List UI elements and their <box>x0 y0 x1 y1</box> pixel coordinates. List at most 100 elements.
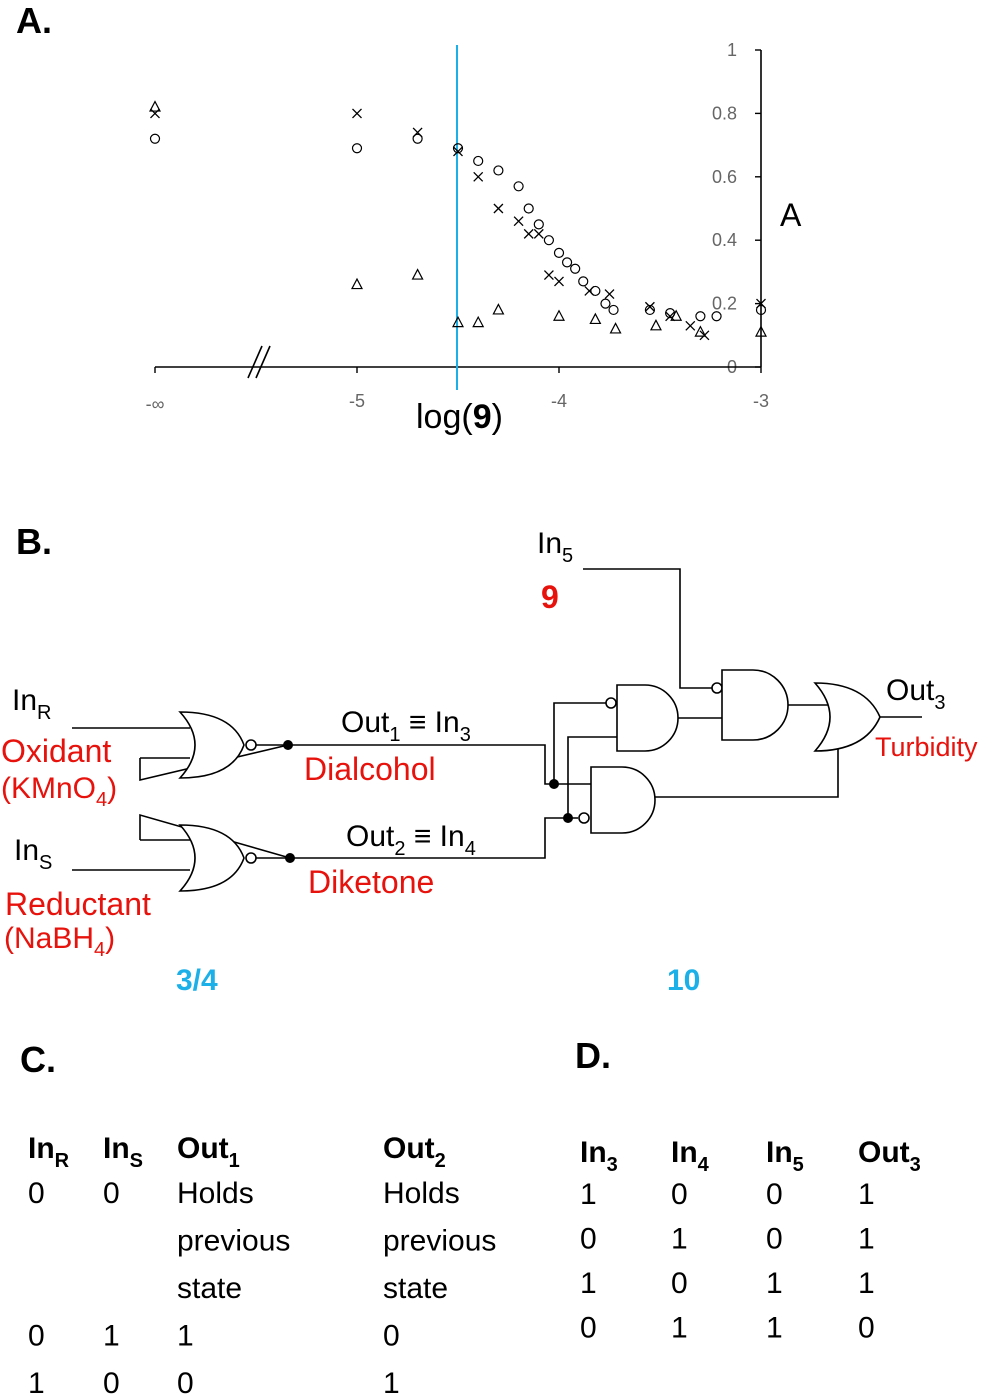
table-cell: 0 <box>28 1320 45 1353</box>
point-triangle <box>694 325 707 337</box>
oxidant-label: Oxidant <box>1 733 111 769</box>
point-triangle <box>755 325 767 337</box>
table-cell: 1 <box>858 1178 875 1211</box>
point-circle <box>711 311 722 322</box>
table-cell: 0 <box>766 1178 783 1211</box>
x-ticks: -∞ -5 -4 -3 <box>146 367 769 414</box>
table-header: InR <box>28 1132 70 1172</box>
wire-out2 <box>256 817 560 859</box>
table-cell: 0 <box>858 1312 875 1345</box>
table-cell: 0 <box>671 1267 688 1300</box>
point-cross <box>473 171 484 182</box>
dialcohol-label: Dialcohol <box>304 751 436 787</box>
x-tick-label: -5 <box>349 391 365 411</box>
x-tick-label: -∞ <box>146 394 165 414</box>
point-triangle <box>553 309 565 321</box>
point-cross <box>352 108 362 119</box>
table-cell: Holds <box>177 1177 254 1210</box>
point-circle <box>755 304 767 316</box>
point-triangle <box>670 309 683 321</box>
point-cross <box>665 311 676 322</box>
point-circle <box>533 219 544 230</box>
y-tick-label: 0.2 <box>712 294 737 314</box>
and-gate-3-bubble <box>711 682 723 694</box>
oxidant-formula: (KMnO4) <box>1 772 117 811</box>
table-cell: 0 <box>177 1367 194 1400</box>
point-cross <box>644 301 655 312</box>
point-cross <box>543 270 554 281</box>
table-header: Out3 <box>858 1136 921 1176</box>
table-header: In5 <box>766 1136 804 1176</box>
table-header: In3 <box>580 1136 618 1176</box>
panel-c-label: C. <box>20 1039 56 1080</box>
point-cross <box>493 203 504 214</box>
point-circle <box>644 304 656 316</box>
table-cell: previous <box>177 1225 290 1258</box>
table-cell: 1 <box>28 1367 45 1400</box>
axis-break-mark <box>247 345 263 379</box>
table-header: Out2 <box>383 1132 446 1172</box>
table-cell: state <box>383 1272 448 1305</box>
compound-10-label: 10 <box>667 964 700 997</box>
table-cell: 1 <box>671 1312 688 1345</box>
panel-d-label: D. <box>575 1035 611 1076</box>
point-circle <box>412 133 423 144</box>
x-tick-label: -3 <box>753 391 769 411</box>
table-cell: 1 <box>580 1267 597 1300</box>
or-gate <box>813 682 881 752</box>
y-ticks: 00.20.40.60.81 <box>712 40 761 377</box>
point-circle <box>600 298 611 309</box>
wire-in5 <box>583 568 712 689</box>
table-cell: previous <box>383 1225 496 1258</box>
point-circle <box>590 285 601 297</box>
point-circle <box>351 143 363 154</box>
point-circle <box>452 143 464 154</box>
log9-label: log(9) <box>416 398 503 436</box>
point-cross <box>523 228 534 239</box>
table-cell: 1 <box>858 1267 875 1300</box>
table-cell: Holds <box>383 1177 460 1210</box>
nor-gate-top <box>178 711 245 779</box>
point-cross <box>554 276 564 287</box>
point-circle <box>149 133 161 144</box>
and-gate-1-bubble <box>605 697 617 709</box>
junction-out1 <box>283 740 293 750</box>
out3-label: Out3 <box>886 674 945 714</box>
nor-gate-bottom <box>178 824 245 892</box>
panel-a-label: A. <box>16 0 52 41</box>
table-cell: 1 <box>671 1223 688 1256</box>
table-cell: 1 <box>177 1320 194 1353</box>
and-gate-2-bubble <box>578 812 590 824</box>
x-tick-label: -4 <box>551 391 567 411</box>
wire-in3-and1 <box>553 702 606 784</box>
table-cell: 0 <box>580 1223 597 1256</box>
y-tick-label: 0.4 <box>712 230 737 250</box>
and-gate-2 <box>590 766 656 834</box>
point-circle <box>523 203 534 214</box>
point-circle <box>695 311 706 322</box>
wire-in4-and1 <box>567 736 617 818</box>
compound-34-label: 3/4 <box>176 964 218 997</box>
point-cross <box>533 228 544 239</box>
turbidity-label: Turbidity <box>875 732 978 762</box>
wire-cross-2 <box>139 813 291 859</box>
reductant-label: Reductant <box>5 886 151 922</box>
point-circle <box>473 155 484 167</box>
compound-9-label: 9 <box>541 579 559 615</box>
table-header: InS <box>103 1132 143 1172</box>
point-cross <box>685 320 696 331</box>
point-triangle <box>492 303 505 315</box>
table-cell: 1 <box>580 1178 597 1211</box>
point-circle <box>561 257 573 268</box>
logic-circuit: InR Oxidant (KMnO4) InS Reductant (NaBH4… <box>1 527 978 997</box>
input-r-label: InR <box>12 684 51 724</box>
nor-gate-top-bubble <box>245 739 257 751</box>
point-circle <box>553 247 565 258</box>
input-s-label: InS <box>14 834 52 874</box>
out1-label: Out1 ≡ In3 <box>341 706 471 746</box>
table-cell: 0 <box>28 1177 45 1210</box>
table-cell: 0 <box>103 1177 120 1210</box>
point-triangle <box>149 100 161 112</box>
